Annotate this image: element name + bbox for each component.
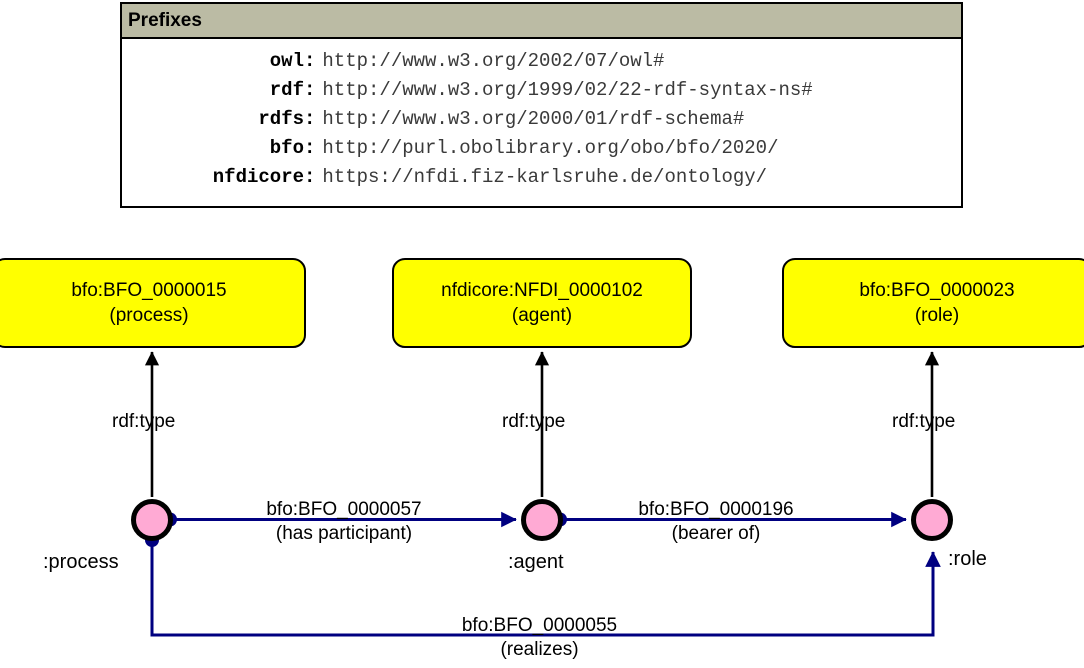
- prefix-row: nfdicore : https://nfdi.fiz-karlsruhe.de…: [122, 166, 961, 195]
- prefix-colon: :: [304, 79, 316, 101]
- prefix-row: owl : http://www.w3.org/2002/07/owl#: [122, 50, 961, 79]
- edge-label-gloss: (bearer of): [671, 523, 761, 544]
- prefixes-panel-title: Prefixes: [128, 9, 202, 31]
- instance-node-process[interactable]: [131, 499, 173, 541]
- class-node-iri: bfo:BFO_0000015: [71, 280, 227, 301]
- edge-label-realizes: bfo:BFO_0000055 (realizes): [437, 614, 642, 662]
- prefixes-panel-header: Prefixes: [122, 4, 961, 39]
- edge-label-iri: bfo:BFO_0000055: [461, 615, 618, 636]
- edge-label-iri: bfo:BFO_0000196: [638, 499, 794, 520]
- edge-label-rdf-type-agent: rdf:type: [502, 411, 566, 432]
- class-node-gloss: (role): [914, 305, 960, 326]
- edge-label-gloss: (realizes): [500, 639, 579, 660]
- instance-node-role[interactable]: [911, 499, 953, 541]
- edge-label-has-participant: bfo:BFO_0000057 (has participant): [259, 498, 429, 546]
- instance-label-process: :process: [43, 551, 119, 573]
- class-node-gloss: (process): [109, 305, 189, 326]
- prefix-uri: http://www.w3.org/2002/07/owl#: [322, 50, 665, 72]
- edge-label-rdf-type-role: rdf:type: [892, 411, 956, 432]
- edge-label-bearer-of: bfo:BFO_0000196 (bearer of): [631, 498, 801, 546]
- edge-label-gloss: (has participant): [275, 523, 413, 544]
- prefix-colon: :: [304, 166, 316, 188]
- instance-label-agent: :agent: [508, 551, 564, 573]
- class-node-gloss: (agent): [511, 305, 573, 326]
- edge-label-iri: bfo:BFO_0000057: [266, 499, 422, 520]
- class-node-iri: nfdicore:NFDI_0000102: [441, 280, 643, 301]
- prefix-uri: https://nfdi.fiz-karlsruhe.de/ontology/: [322, 166, 768, 188]
- edge-label-rdf-type-process: rdf:type: [112, 411, 176, 432]
- class-node-role[interactable]: bfo:BFO_0000023 (role): [782, 258, 1084, 348]
- prefix-uri: http://www.w3.org/2000/01/rdf-schema#: [322, 108, 745, 130]
- instance-label-role: :role: [948, 548, 987, 570]
- prefix-colon: :: [304, 137, 316, 159]
- prefix-uri: http://purl.obolibrary.org/obo/bfo/2020/: [322, 137, 779, 159]
- prefix-uri: http://www.w3.org/1999/02/22-rdf-syntax-…: [322, 79, 813, 101]
- prefix-row: bfo : http://purl.obolibrary.org/obo/bfo…: [122, 137, 961, 166]
- class-node-agent[interactable]: nfdicore:NFDI_0000102 (agent): [392, 258, 692, 348]
- prefix-name: nfdicore: [212, 166, 304, 188]
- prefix-colon: :: [304, 50, 316, 72]
- prefix-row: rdf : http://www.w3.org/1999/02/22-rdf-s…: [122, 79, 961, 108]
- prefix-name: rdfs: [258, 108, 304, 130]
- class-node-iri: bfo:BFO_0000023: [859, 280, 1015, 301]
- prefix-row: rdfs : http://www.w3.org/2000/01/rdf-sch…: [122, 108, 961, 137]
- prefix-name: rdf: [269, 79, 304, 101]
- instance-node-agent[interactable]: [521, 499, 563, 541]
- class-node-process[interactable]: bfo:BFO_0000015 (process): [0, 258, 306, 348]
- prefix-name: owl: [269, 50, 304, 72]
- prefix-colon: :: [304, 108, 316, 130]
- edge-realizes: [150, 540, 941, 637]
- prefixes-list: owl : http://www.w3.org/2002/07/owl# rdf…: [122, 39, 961, 195]
- prefixes-panel: Prefixes owl : http://www.w3.org/2002/07…: [120, 2, 963, 208]
- prefix-name: bfo: [269, 137, 304, 159]
